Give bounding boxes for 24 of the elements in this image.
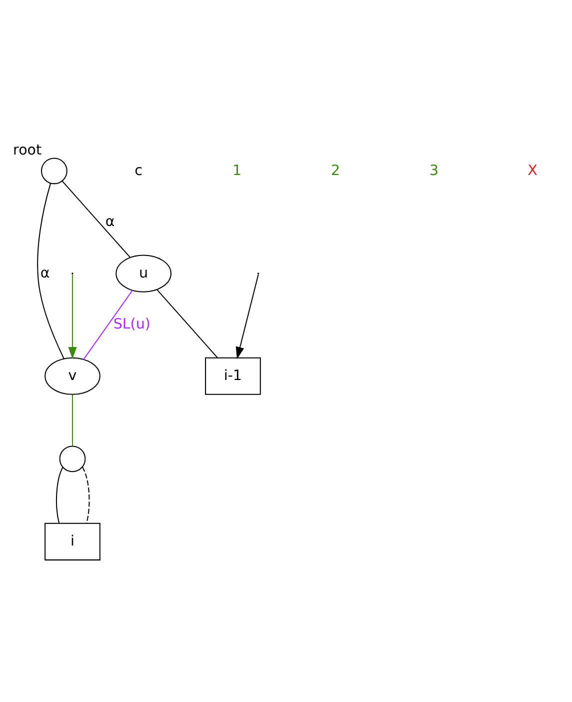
label: 3 <box>428 162 438 178</box>
connector <box>36 182 64 358</box>
node-box: i <box>44 522 100 560</box>
connector <box>82 466 90 523</box>
label: 1 <box>232 162 242 178</box>
node-circle <box>58 445 86 472</box>
connector <box>156 289 218 358</box>
node-label: root <box>12 142 42 158</box>
node-box: i-1 <box>204 356 260 394</box>
edge-label: α <box>104 214 114 230</box>
node-ellipse: v <box>44 356 100 394</box>
label: X <box>527 162 537 178</box>
label: c <box>134 162 142 178</box>
node-circle <box>40 157 67 184</box>
arrow <box>68 274 76 359</box>
connector <box>55 466 63 523</box>
connector <box>71 394 72 446</box>
connector <box>61 180 130 258</box>
label: 2 <box>330 162 340 178</box>
arrow <box>235 274 258 359</box>
edge-label: α <box>40 264 50 281</box>
node-ellipse: u <box>115 254 171 292</box>
edge-label: SL(u) <box>112 316 150 332</box>
connector <box>82 290 132 359</box>
